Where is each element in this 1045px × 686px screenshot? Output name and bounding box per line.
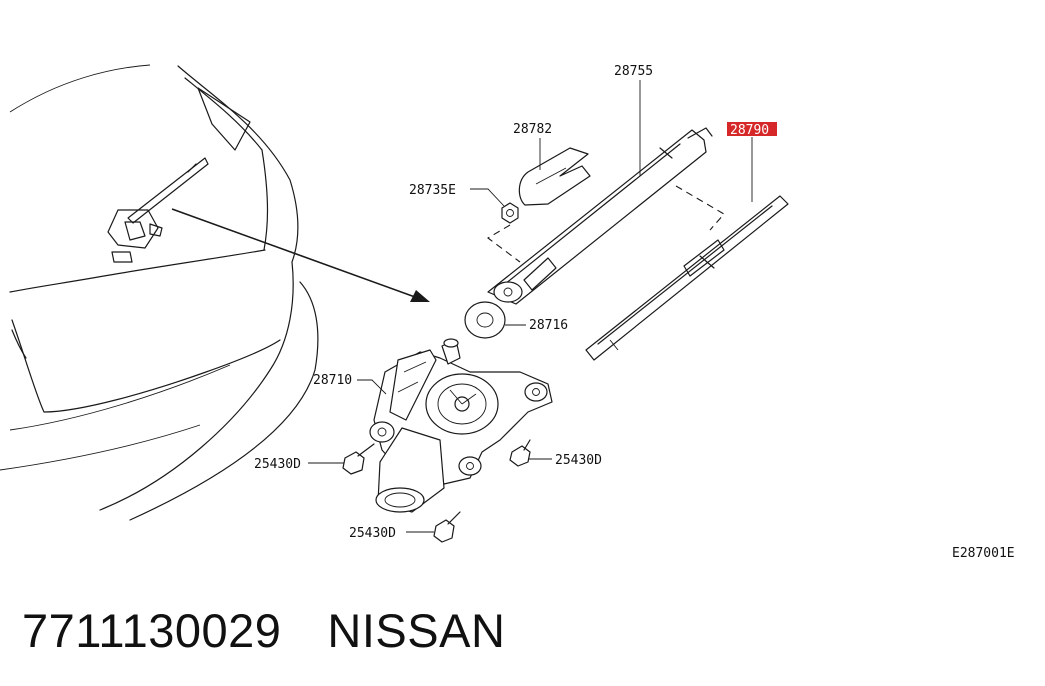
washer xyxy=(464,301,506,339)
parts-diagram: 28755 28782 28790 28735E 28716 28710 254… xyxy=(0,64,1015,561)
part-number: 7711130029 xyxy=(22,603,282,657)
wiper-blade xyxy=(585,195,789,361)
mounting-screws xyxy=(342,439,531,543)
vehicle-wiper-small xyxy=(107,157,209,263)
part-caption: 7711130029 NISSAN xyxy=(22,598,505,662)
callout-25430D-left: 25430D xyxy=(254,457,301,472)
wiper-motor xyxy=(369,338,553,513)
wiper-arm xyxy=(487,127,713,305)
callout-28790-highlight xyxy=(727,122,777,136)
callout-28716: 28716 xyxy=(529,318,568,333)
callout-28782: 28782 xyxy=(513,122,552,137)
callout-28755: 28755 xyxy=(614,64,653,79)
location-arrow xyxy=(171,208,430,302)
nut xyxy=(501,202,519,224)
callout-28790: 28790 xyxy=(730,123,769,138)
callout-28710: 28710 xyxy=(313,373,352,388)
pivot-cap xyxy=(518,147,591,206)
leader-lines xyxy=(308,80,753,533)
figure-code: E287001E xyxy=(952,546,1015,561)
dashed-connectors xyxy=(487,185,725,263)
vehicle-rear-outline xyxy=(0,64,319,521)
callouts: 28755 28782 28790 28735E 28716 28710 254… xyxy=(254,64,1015,561)
callout-28735E: 28735E xyxy=(409,183,456,198)
callout-25430D-bottom: 25430D xyxy=(349,526,396,541)
callout-25430D-right: 25430D xyxy=(555,453,602,468)
brand-name: NISSAN xyxy=(327,603,506,657)
